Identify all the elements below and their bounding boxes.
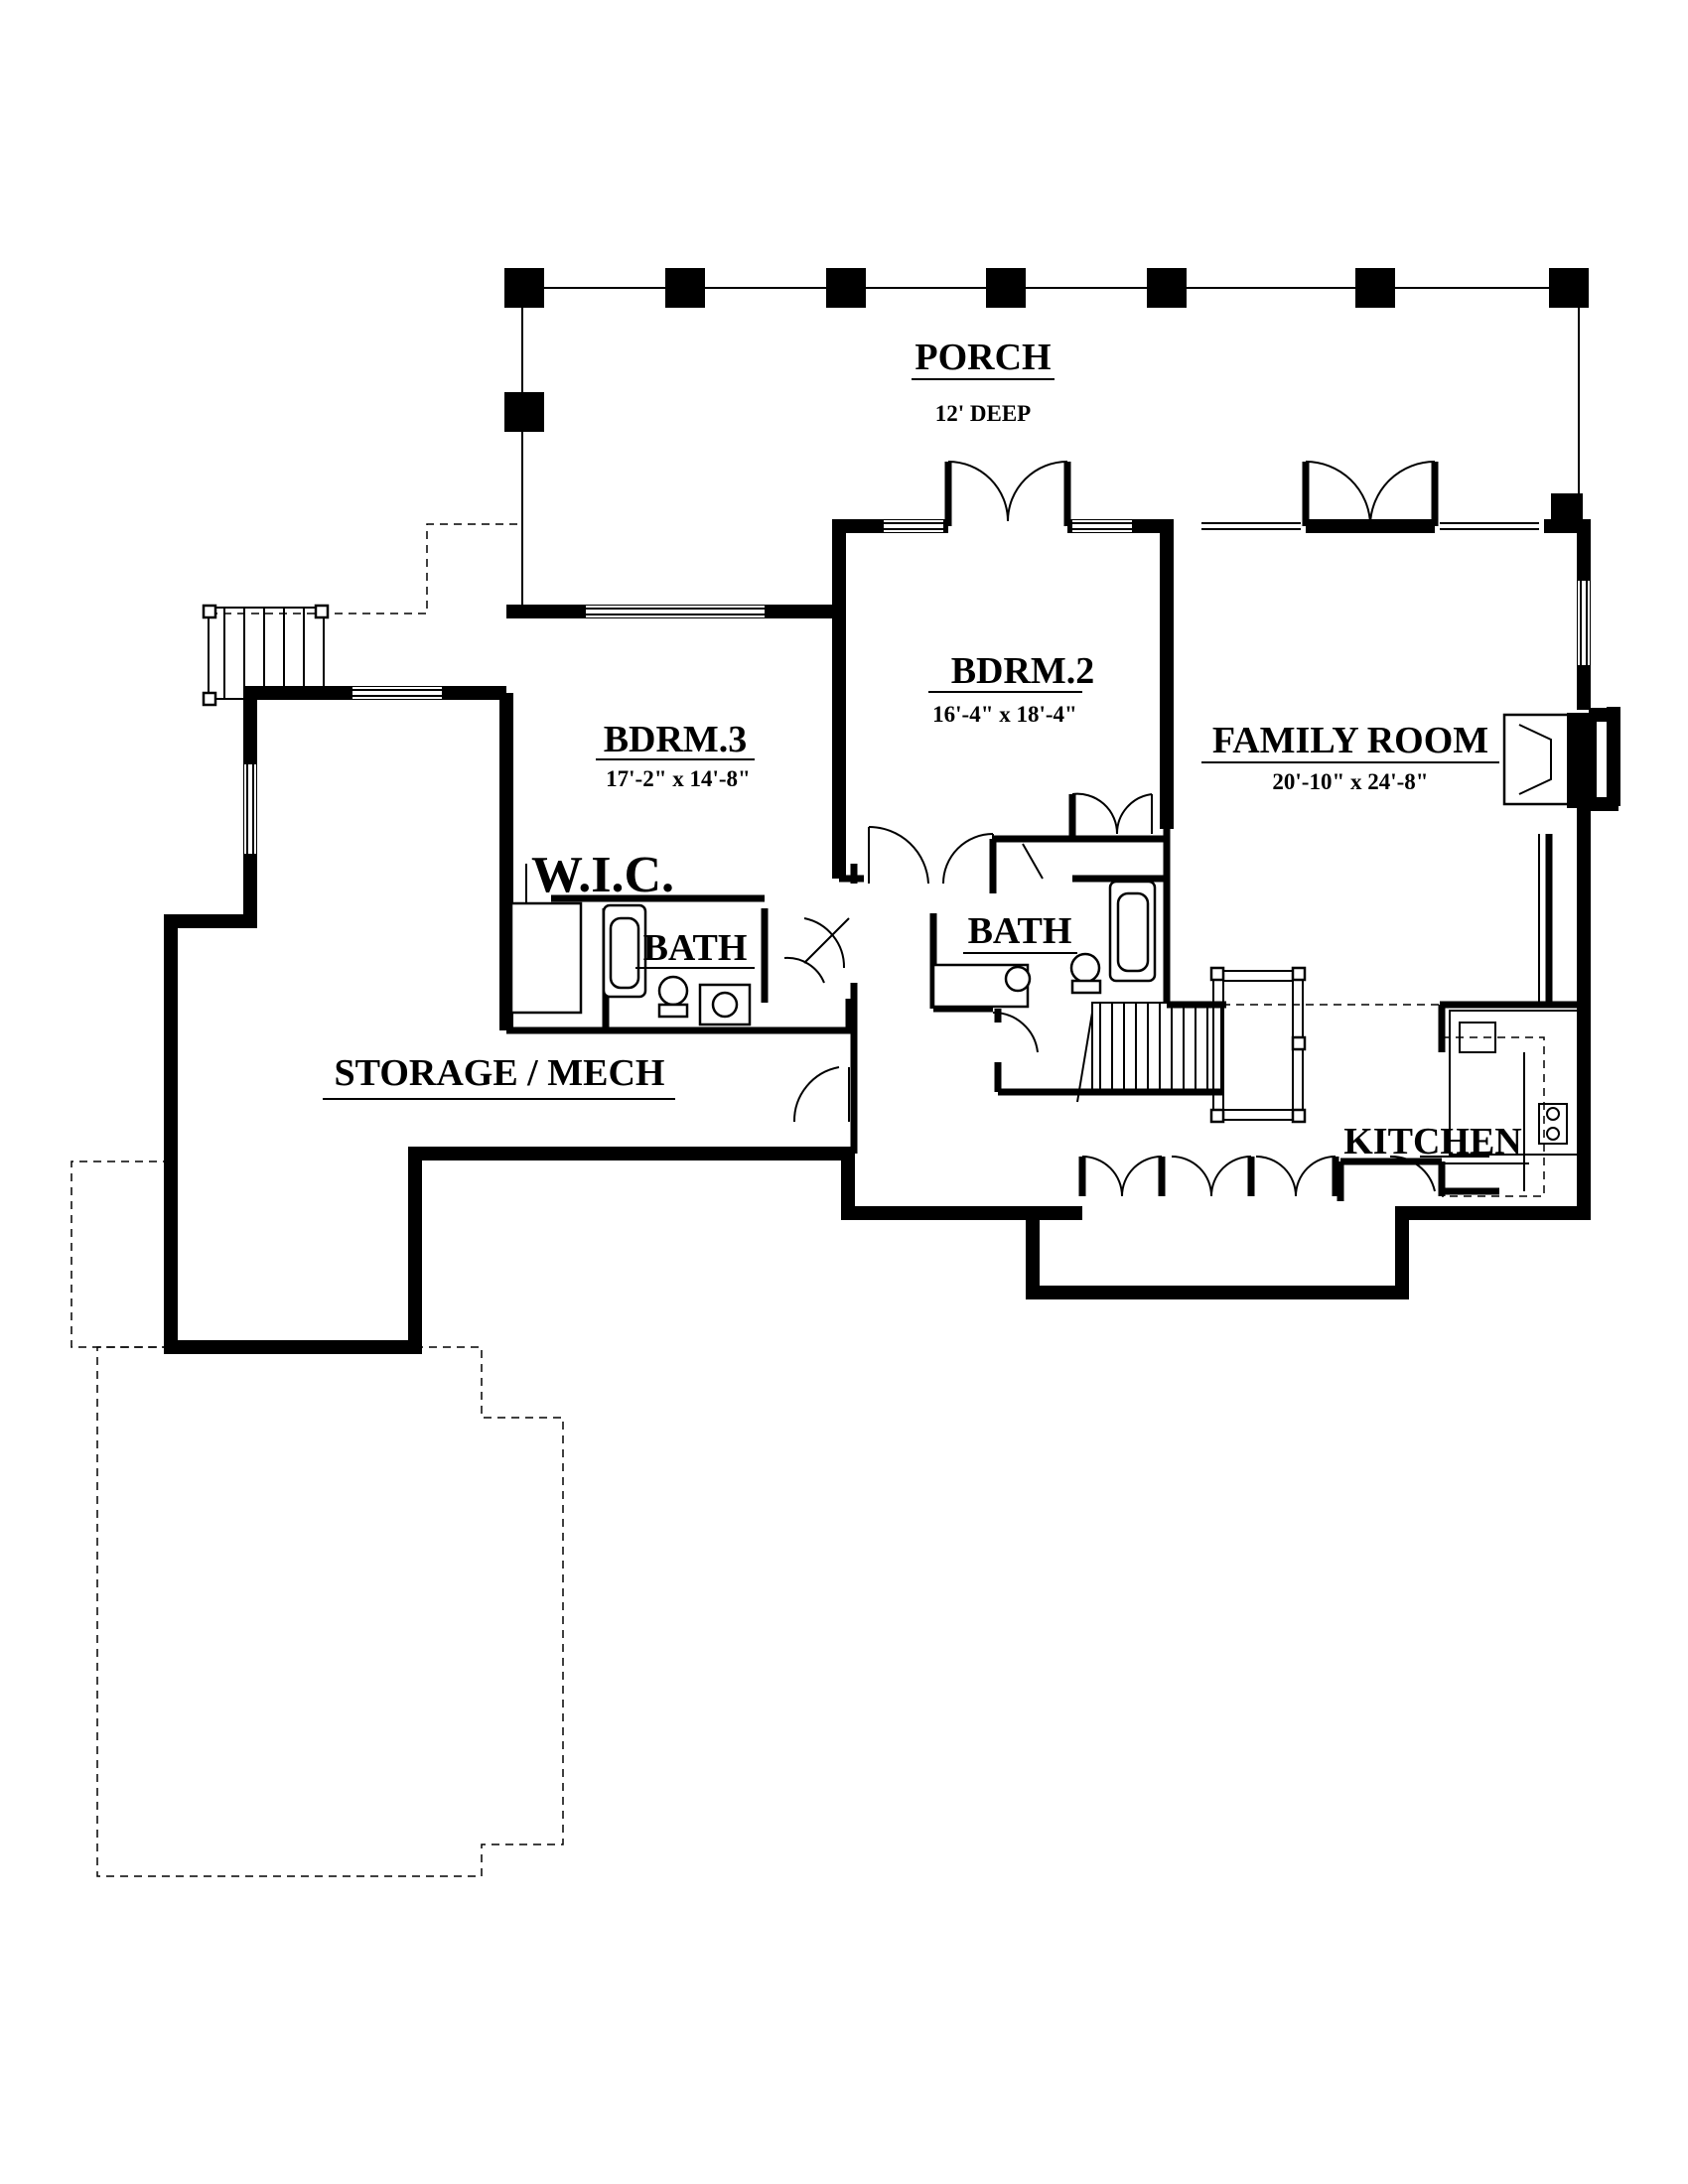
windows: [244, 520, 1590, 854]
fireplace: [1502, 713, 1597, 808]
interior-doors: [783, 792, 1489, 1192]
kitchen-fixtures: [1449, 1010, 1580, 1191]
porch-doors: [944, 461, 1439, 526]
porch-depth: 12' DEEP: [935, 401, 1031, 426]
storage-mech-label: STORAGE / MECH: [335, 1052, 665, 1094]
porch-column: [504, 392, 544, 432]
bath-mid-label: BATH: [968, 910, 1072, 952]
bdrm3-label: BDRM.3: [604, 719, 748, 760]
family-room-size: 20'-10" x 24'-8": [1272, 769, 1428, 794]
porch-column: [665, 268, 705, 308]
interior-stair: [1076, 966, 1307, 1124]
kitchen-label: KITCHEN: [1343, 1121, 1521, 1162]
kitchen-doors: [1078, 1156, 1339, 1197]
bdrm3-size: 17'-2" x 14'-8": [606, 766, 751, 791]
wic-label: W.I.C.: [531, 847, 674, 903]
exterior-walls: [164, 519, 1620, 1354]
porch-column: [986, 268, 1026, 308]
porch-column: [504, 268, 544, 308]
bath-left-label: BATH: [643, 927, 748, 969]
porch-column: [1147, 268, 1187, 308]
room-labels: PORCH 12' DEEP BDRM.3 17'-2" x 14'-8" BD…: [323, 337, 1529, 1164]
bdrm2-label: BDRM.2: [951, 650, 1095, 692]
family-room-label: FAMILY ROOM: [1212, 720, 1488, 761]
bdrm2-size: 16'-4" x 18'-4": [932, 702, 1077, 727]
porch-column: [1551, 493, 1583, 523]
bath-fixtures: [509, 843, 1157, 1026]
exterior-stair: [202, 604, 330, 707]
porch-structure: [504, 268, 1589, 611]
porch-column: [1549, 268, 1589, 308]
porch-label: PORCH: [914, 337, 1051, 378]
porch-column: [1355, 268, 1395, 308]
porch-column: [826, 268, 866, 308]
